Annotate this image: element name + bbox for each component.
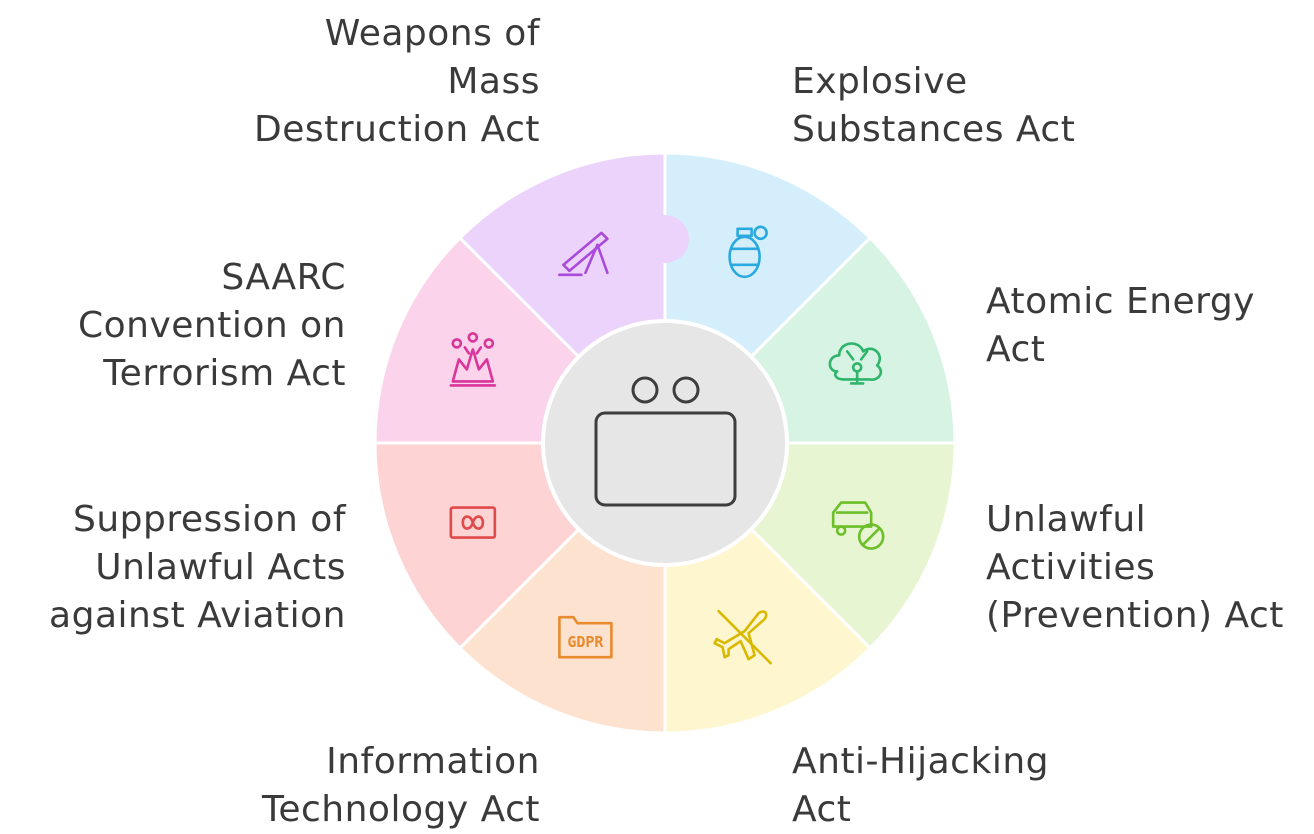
label-suppression-aviation: Suppression of Unlawful Acts against Avi… bbox=[49, 499, 346, 636]
explosion-icon bbox=[449, 332, 497, 387]
nuclear-cloud-icon bbox=[828, 342, 883, 385]
segments-layer bbox=[373, 151, 957, 735]
gdpr-folder-icon: GDPR bbox=[558, 615, 613, 659]
label-saarc-convention: SAARC Convention on Terrorism Act bbox=[78, 257, 346, 394]
car-prohibited-icon bbox=[831, 501, 885, 550]
label-information-technology: Information Technology Act bbox=[261, 741, 540, 830]
ticket-icon bbox=[449, 506, 497, 539]
label-explosive-substances: Explosive Substances Act bbox=[792, 61, 1076, 150]
svg-text:GDPR: GDPR bbox=[567, 633, 604, 651]
mortar-icon bbox=[558, 231, 609, 277]
label-unlawful-activities: Unlawful Activities (Prevention) Act bbox=[986, 499, 1284, 636]
label-weapons-mass-destruction: Weapons of Mass Destruction Act bbox=[254, 13, 540, 150]
label-atomic-energy: Atomic Energy Act bbox=[986, 281, 1255, 370]
grenade-icon bbox=[728, 225, 768, 279]
icons-layer: GDPR bbox=[449, 225, 885, 665]
robot-face-icon bbox=[594, 376, 737, 507]
hub bbox=[541, 319, 789, 567]
label-anti-hijacking: Anti-Hijacking Act bbox=[792, 741, 1049, 830]
puzzle-knob bbox=[641, 215, 689, 263]
no-airplane-icon bbox=[713, 609, 772, 665]
